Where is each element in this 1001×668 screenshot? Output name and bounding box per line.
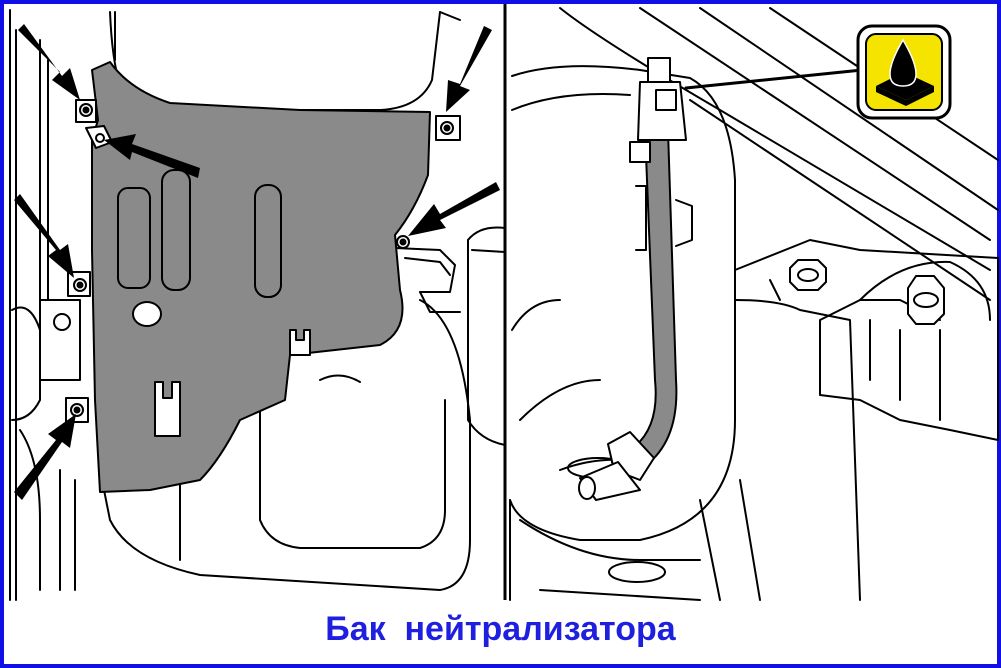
clip-top-left — [85, 125, 113, 149]
arrow-top-left — [18, 24, 80, 100]
left-panel — [9, 9, 506, 601]
arrow-group — [14, 24, 500, 500]
bracket-bolt-right — [907, 275, 945, 325]
arrow-left-middle — [14, 194, 74, 278]
filler-pipe — [611, 129, 678, 481]
bolt-top-right — [435, 115, 461, 141]
bolt-top-left — [75, 99, 97, 123]
arrow-left-bottom — [14, 414, 76, 500]
arrow-mid-right — [408, 182, 500, 236]
fluid-drop-icon — [856, 24, 952, 120]
arrow-top-right — [446, 26, 492, 112]
bolt-left-middle — [67, 271, 91, 297]
bolt-mid-right — [396, 235, 410, 249]
arrow-clip — [104, 134, 200, 178]
bolt-left-bottom — [65, 397, 89, 423]
pipe-connector-top — [629, 57, 687, 163]
pipe-connector-bottom — [578, 431, 655, 501]
bracket-bolt-left — [789, 259, 827, 291]
